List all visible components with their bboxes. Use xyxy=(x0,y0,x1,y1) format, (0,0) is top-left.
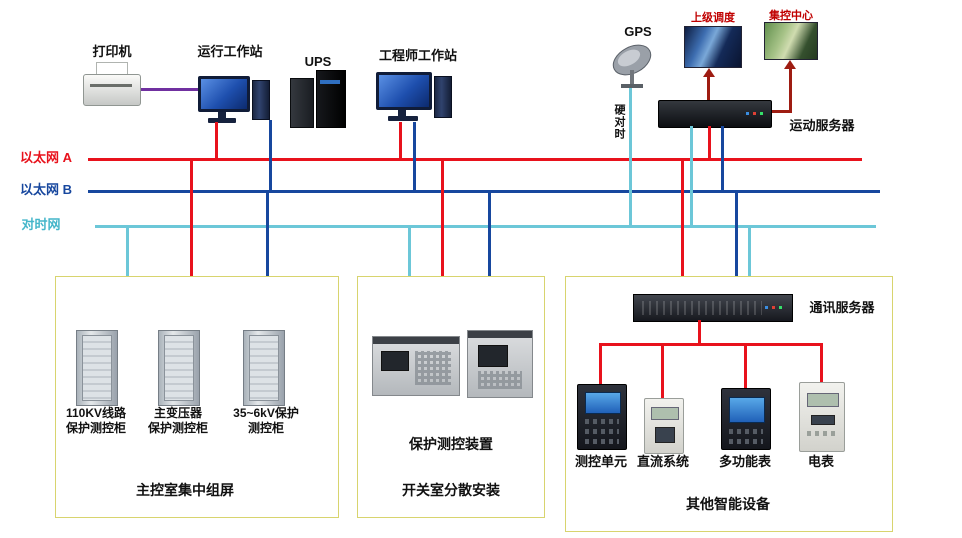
ethernet-b-bus-line xyxy=(88,190,880,193)
control-center-link-h xyxy=(768,110,792,113)
cabinet-35-6kv-label: 35~6kV保护 测控柜 xyxy=(222,406,310,436)
cabinet-transformer-label-line1: 主变压器 xyxy=(153,406,202,420)
operator-ethernet-a-link xyxy=(215,122,218,160)
energy-meter-label: 电表 xyxy=(807,454,834,469)
dc-system-drop xyxy=(661,343,664,400)
ethernet-b-label: 以太网 B xyxy=(19,182,72,197)
time-sync-bus-line xyxy=(95,225,876,228)
cabinet-transformer-icon xyxy=(158,330,200,406)
mid-group-ethernet-a-drop xyxy=(441,160,444,278)
cabinet-35-6kv-label-line1: 35~6kV保护 xyxy=(233,406,299,420)
ups-label: UPS xyxy=(304,54,332,69)
cabinet-110kv-icon xyxy=(76,330,118,406)
measure-unit-label: 测控单元 xyxy=(574,454,627,469)
engineer-ethernet-b-link xyxy=(413,122,416,192)
right-group-time-sync-drop xyxy=(748,227,751,294)
engineer-ethernet-a-link xyxy=(399,122,402,160)
comm-server-label: 通讯服务器 xyxy=(809,300,875,315)
ethernet-a-bus-line xyxy=(88,158,862,161)
cabinet-transformer-label-line2: 保护测控柜 xyxy=(147,421,208,435)
protection-device-tall-icon xyxy=(467,330,533,398)
telecontrol-server-icon xyxy=(658,100,772,128)
protection-device-wide-icon xyxy=(372,336,460,396)
mid-group-time-sync-drop xyxy=(408,227,411,278)
telecontrol-server-label: 运动服务器 xyxy=(789,118,855,133)
multifunction-meter-icon xyxy=(721,388,771,450)
switch-room-caption: 开关室分散安装 xyxy=(402,482,500,498)
main-control-room-caption: 主控室集中组屏 xyxy=(136,482,234,498)
operator-workstation-label: 运行工作站 xyxy=(197,44,263,59)
multifunction-meter-label: 多功能表 xyxy=(718,454,771,469)
engineer-workstation-label: 工程师工作站 xyxy=(378,48,457,63)
mid-group-ethernet-b-drop xyxy=(488,192,491,278)
gps-time-sync-link xyxy=(629,88,632,227)
control-center-photo xyxy=(764,22,818,60)
cabinet-transformer-label: 主变压器 保护测控柜 xyxy=(138,406,218,436)
dispatch-arrow-icon xyxy=(703,68,715,77)
measure-unit-drop xyxy=(599,343,602,384)
energy-meter-drop xyxy=(820,343,823,384)
operator-ethernet-b-link xyxy=(269,120,272,192)
multifunction-meter-drop xyxy=(744,343,747,390)
measure-unit-icon xyxy=(577,384,627,450)
dispatch-photo xyxy=(684,26,742,68)
dispatch-label: 上级调度 xyxy=(691,12,735,24)
gps-dish-icon xyxy=(612,44,652,88)
server-ethernet-a-link xyxy=(708,126,711,160)
printer-label: 打印机 xyxy=(92,44,132,59)
control-center-link-v xyxy=(789,68,792,113)
right-group-ethernet-b-drop xyxy=(735,192,738,294)
cabinet-110kv-label-line2: 保护测控柜 xyxy=(65,421,126,435)
left-group-ethernet-a-drop xyxy=(190,160,193,278)
gps-label: GPS xyxy=(624,24,652,39)
cabinet-35-6kv-icon xyxy=(243,330,285,406)
protection-device-label: 保护测控装置 xyxy=(409,436,493,452)
cabinet-110kv-label-line1: 110KV线路 xyxy=(65,406,127,420)
cabinet-35-6kv-label-line2: 测控柜 xyxy=(247,421,284,435)
right-group-ethernet-a-drop xyxy=(681,160,684,294)
dc-system-icon xyxy=(644,398,684,454)
left-group-ethernet-b-drop xyxy=(266,192,269,278)
time-sync-label: 对时网 xyxy=(21,217,61,232)
control-center-label: 集控中心 xyxy=(769,10,813,22)
ethernet-a-label: 以太网 A xyxy=(19,150,72,165)
comm-server-feeder-line xyxy=(698,320,701,344)
dispatch-server-link xyxy=(707,76,710,100)
energy-meter-icon xyxy=(799,382,845,452)
other-devices-caption: 其他智能设备 xyxy=(686,496,770,512)
dc-system-label: 直流系统 xyxy=(636,454,689,469)
control-center-arrow-icon xyxy=(784,60,796,69)
server-time-sync-link xyxy=(690,126,693,227)
hard-time-sync-label: 硬对时 xyxy=(613,104,625,140)
left-group-time-sync-drop xyxy=(126,227,129,278)
cabinet-110kv-label: 110KV线路 保护测控柜 xyxy=(46,406,146,436)
comm-server-icon xyxy=(633,294,793,322)
printer-cable-line xyxy=(141,88,199,91)
device-bus-line xyxy=(599,343,823,346)
server-ethernet-b-link xyxy=(721,126,724,192)
